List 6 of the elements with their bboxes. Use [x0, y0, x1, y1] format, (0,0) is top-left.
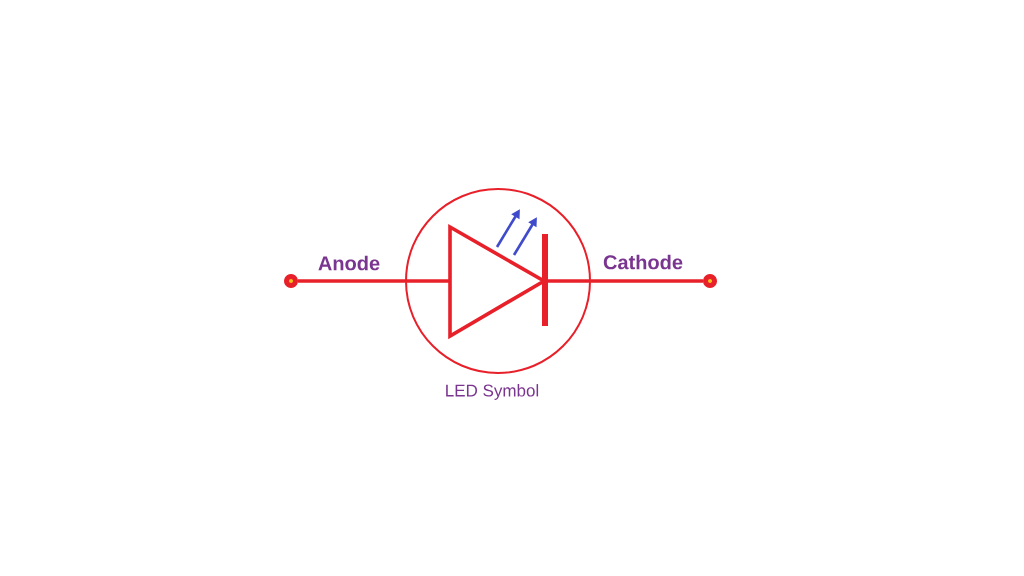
wire	[591, 279, 703, 283]
terminal-label: Anode	[318, 255, 380, 271]
wire	[298, 279, 405, 283]
led-symbol	[405, 188, 591, 374]
symbol-caption: LED Symbol	[446, 384, 539, 400]
terminal-label: Cathode	[603, 254, 683, 270]
